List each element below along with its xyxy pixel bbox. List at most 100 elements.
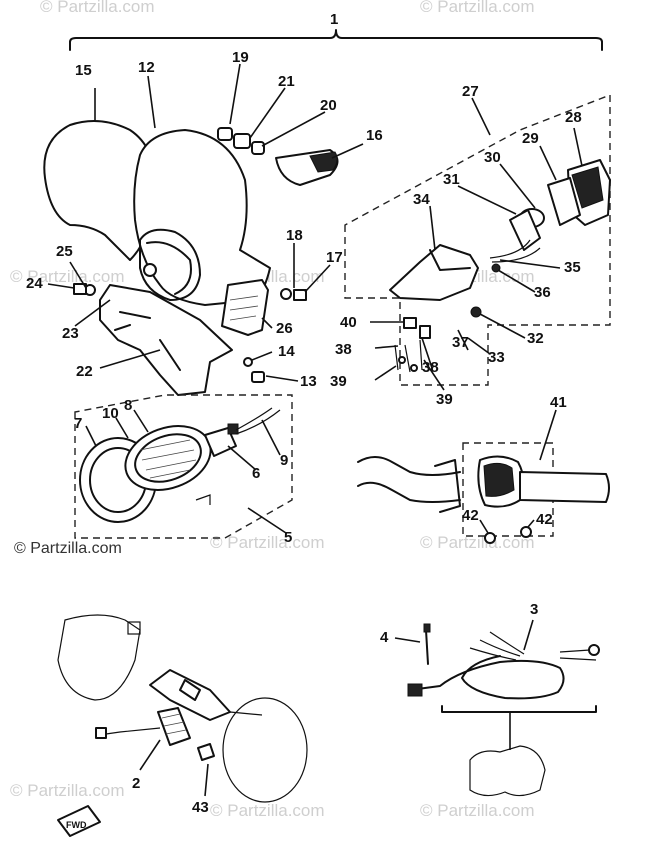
assembly-bracket xyxy=(69,29,603,51)
leader-lines-taillight xyxy=(370,97,583,391)
bulb xyxy=(227,423,239,435)
callout-33: 33 xyxy=(488,349,505,366)
washer xyxy=(243,357,253,367)
watermark: © Partzilla.com xyxy=(40,0,155,16)
callout-31: 31 xyxy=(443,171,460,188)
switch-unit xyxy=(157,707,191,746)
callout-37: 37 xyxy=(452,334,469,351)
headlight-socket xyxy=(204,427,237,457)
callout-26: 26 xyxy=(276,320,293,337)
callout-29: 29 xyxy=(522,130,539,147)
headlight-lens-outline xyxy=(222,697,308,803)
callout-14: 14 xyxy=(278,343,295,360)
tab xyxy=(127,621,141,635)
callout-35: 35 xyxy=(564,259,581,276)
switch-dashed-boundary xyxy=(462,442,554,537)
watermark: © Partzilla.com xyxy=(10,781,125,800)
leader-lines-headlight xyxy=(85,409,287,534)
callout-22: 22 xyxy=(76,363,93,380)
callout-17: 17 xyxy=(326,249,343,266)
screw xyxy=(251,371,265,383)
vehicle-location-sketch xyxy=(469,745,546,797)
callout-38-right: 38 xyxy=(422,359,439,376)
taillight-dashed-boundary xyxy=(344,93,611,386)
callout-1: 1 xyxy=(330,11,338,28)
callout-41: 41 xyxy=(550,394,567,411)
callout-43: 43 xyxy=(192,799,209,816)
fwd-label: FWD xyxy=(66,820,87,830)
callout-27: 27 xyxy=(462,83,479,100)
grommet xyxy=(419,325,431,339)
callout-15: 15 xyxy=(75,62,92,79)
callout-3: 3 xyxy=(530,601,538,618)
callout-12: 12 xyxy=(138,59,155,76)
connector xyxy=(407,683,423,697)
wire-tie-head xyxy=(423,623,431,633)
callout-42-right: 42 xyxy=(536,511,553,528)
callout-36: 36 xyxy=(534,284,551,301)
callout-32: 32 xyxy=(527,330,544,347)
callout-18: 18 xyxy=(286,227,303,244)
callout-39-right: 39 xyxy=(436,391,453,408)
callout-5: 5 xyxy=(284,529,292,546)
watermark: © Partzilla.com xyxy=(210,801,325,820)
callout-38-left: 38 xyxy=(335,341,352,358)
callout-28: 28 xyxy=(565,109,582,126)
screw xyxy=(484,532,496,544)
callout-20: 20 xyxy=(320,97,337,114)
callout-19: 19 xyxy=(232,49,249,66)
callout-13: 13 xyxy=(300,373,317,390)
fwd-indicator xyxy=(57,805,101,837)
callout-7: 7 xyxy=(74,415,82,432)
bracket-arm xyxy=(179,679,201,701)
terminal xyxy=(588,644,600,656)
callout-34: 34 xyxy=(413,191,430,208)
connector xyxy=(95,727,107,739)
cowl-rim xyxy=(139,228,201,301)
callout-25: 25 xyxy=(56,243,73,260)
headlight-housing-outline xyxy=(57,614,141,701)
watermark: © Partzilla.com xyxy=(210,533,325,552)
callout-10: 10 xyxy=(102,405,119,422)
callout-2: 2 xyxy=(132,775,140,792)
callout-24: 24 xyxy=(26,275,43,292)
nut xyxy=(470,306,482,318)
callout-30: 30 xyxy=(484,149,501,166)
wiring-harness xyxy=(409,655,565,700)
bolt xyxy=(143,263,157,277)
nut xyxy=(251,141,265,155)
connector xyxy=(410,364,418,372)
leader-lines xyxy=(47,63,364,382)
callout-23: 23 xyxy=(62,325,79,342)
callout-8: 8 xyxy=(124,397,132,414)
watermark: © Partzilla.com xyxy=(420,533,535,552)
watermark: © Partzilla.com xyxy=(10,267,125,286)
watermark: © Partzilla.com xyxy=(420,0,535,16)
handlebar xyxy=(357,456,461,503)
watermark: © Partzilla.com xyxy=(420,801,535,820)
callout-6: 6 xyxy=(252,465,260,482)
callout-4: 4 xyxy=(380,629,389,646)
grip xyxy=(519,471,610,503)
partzilla-watermark-main: © Partzilla.com xyxy=(14,540,122,557)
bolt-head xyxy=(293,289,307,301)
callout-9: 9 xyxy=(280,452,288,469)
screw xyxy=(520,526,532,538)
lens-gasket xyxy=(547,177,581,226)
spacer xyxy=(233,133,251,149)
callout-42-left: 42 xyxy=(462,507,479,524)
screw xyxy=(73,283,87,295)
tail-bracket xyxy=(389,244,479,301)
callout-16: 16 xyxy=(366,127,383,144)
mounting-bracket xyxy=(99,284,233,396)
headlight-cowl xyxy=(133,129,271,306)
washer xyxy=(280,288,292,300)
callout-40: 40 xyxy=(340,314,357,331)
collar xyxy=(403,317,417,329)
screw-43 xyxy=(197,743,215,761)
connector xyxy=(398,356,406,364)
callout-21: 21 xyxy=(278,73,295,90)
callout-39-left: 39 xyxy=(330,373,347,390)
bulb-socket xyxy=(509,209,541,251)
